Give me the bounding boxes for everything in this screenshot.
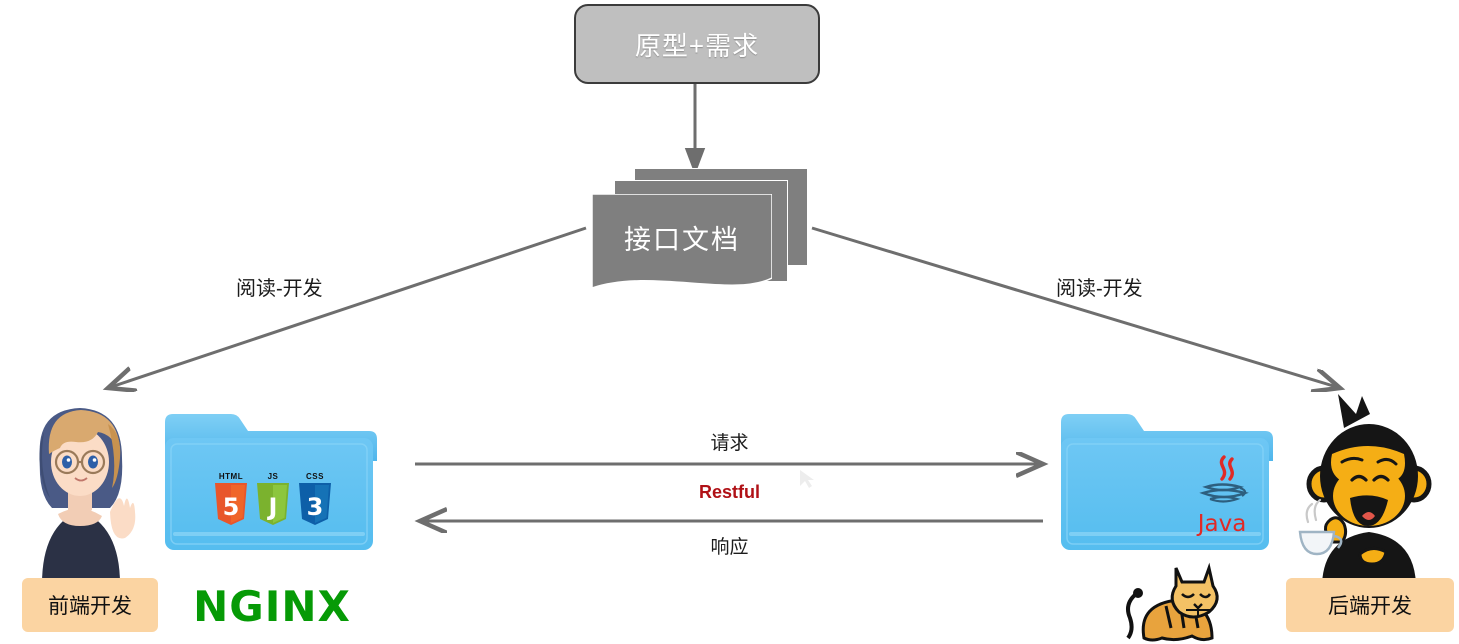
html5-shield-icon: HTML 5 <box>213 472 249 532</box>
edge-label-read-develop-right: 阅读-开发 <box>1056 278 1143 300</box>
mouse-cursor-artifact <box>800 470 814 488</box>
backend-folder-icon <box>1057 408 1273 556</box>
backend-role-label: 后端开发 <box>1328 595 1412 618</box>
html5-caption: HTML <box>218 472 244 481</box>
edge-label-read-develop-left: 阅读-开发 <box>236 278 323 300</box>
backend-role-badge: 后端开发 <box>1286 578 1454 632</box>
arrow-doc-to-frontend <box>108 226 587 388</box>
nginx-wordmark: NGINX <box>193 581 351 631</box>
doc-sheet-front <box>592 194 772 296</box>
web-tech-shields: HTML 5 JS J CSS 3 <box>213 472 333 534</box>
svg-text:5: 5 <box>223 493 240 521</box>
api-doc-label: 接口文档 <box>624 224 740 255</box>
backend-developer-avatar <box>1298 392 1438 584</box>
frontend-role-label: 前端开发 <box>48 595 132 618</box>
svg-text:J: J <box>267 493 278 521</box>
nginx-logo: NGINX <box>186 578 358 634</box>
api-doc-stack: 接口文档 <box>592 168 808 296</box>
svg-text:3: 3 <box>307 493 324 521</box>
css3-shield-icon: CSS 3 <box>297 472 333 532</box>
edge-label-response: 响应 <box>710 537 749 558</box>
js-shield-icon: JS J <box>255 472 291 532</box>
edge-label-restful: Restful <box>698 482 760 502</box>
edge-label-request: 请求 <box>710 433 749 454</box>
java-wordmark: Java <box>1197 511 1247 537</box>
css3-caption: CSS <box>306 472 324 481</box>
tomcat-logo-icon <box>1120 560 1240 644</box>
requirements-box: 原型+需求 <box>574 4 820 84</box>
java-logo-icon: Java <box>1186 455 1258 541</box>
arrow-doc-to-backend <box>811 226 1340 388</box>
js-caption: JS <box>267 472 279 481</box>
frontend-developer-avatar <box>22 392 140 584</box>
requirements-box-label: 原型+需求 <box>634 30 760 61</box>
frontend-role-badge: 前端开发 <box>22 578 158 632</box>
